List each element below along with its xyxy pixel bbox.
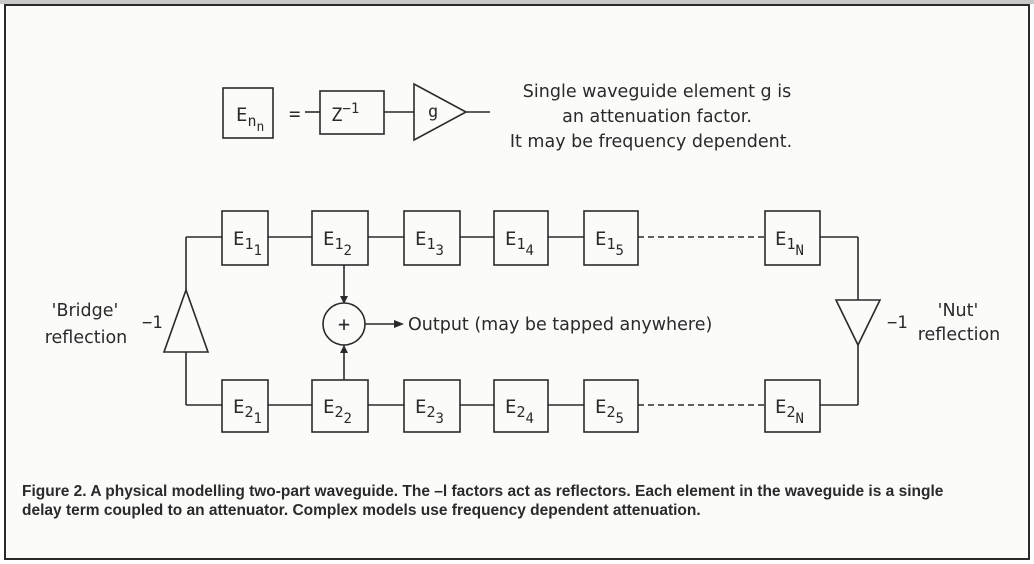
element-label: E2N (775, 396, 804, 427)
figure-frame (4, 4, 1030, 560)
element-label: E23 (415, 396, 444, 427)
element-box: E24 (493, 379, 549, 433)
element-label: E24 (505, 396, 534, 427)
element-box: E22 (311, 379, 369, 433)
element-label: E15 (595, 228, 624, 259)
bridge-factor: −1 (142, 313, 162, 333)
summing-junction: + Output (may be tapped anywhere) (322, 265, 712, 380)
element-box: E12 (311, 210, 369, 266)
top-row: E11 E12 E13 E14 E15 E1N (185, 210, 859, 300)
bottom-row: E21 E22 E23 E24 E25 E2N (185, 345, 859, 433)
legend-description-line3: It may be frequency dependent. (510, 132, 792, 152)
element-box: E15 (583, 210, 639, 266)
bridge-reflection: −1 'Bridge' reflection (45, 287, 210, 353)
delay-label: Z−1 (331, 101, 359, 126)
top-edge-shadow (0, 0, 1034, 4)
output-label: Output (may be tapped anywhere) (408, 315, 712, 335)
element-label: E25 (595, 396, 624, 427)
element-label: E22 (323, 396, 352, 427)
element-box: E21 (221, 379, 269, 433)
element-box: E25 (583, 379, 639, 433)
legend-equals: = (289, 103, 300, 125)
element-box: E23 (403, 379, 461, 433)
legend-element-box (222, 87, 274, 139)
element-box: E13 (403, 210, 461, 266)
gain-label: g (428, 102, 438, 122)
element-box: E2N (764, 379, 821, 433)
output-arrow (394, 320, 404, 328)
nut-triangle (834, 299, 882, 347)
delay-box (319, 90, 385, 135)
nut-label-line2: reflection (918, 325, 1001, 345)
bridge-triangle (162, 287, 210, 353)
figure-caption: Figure 2. A physical modelling two-part … (22, 483, 944, 519)
element-label: E21 (233, 396, 262, 427)
element-label: E1N (775, 228, 804, 259)
element-box: E11 (221, 210, 269, 266)
legend-description-line1: Single waveguide element g is (523, 82, 791, 102)
bridge-label-line1: 'Bridge' (52, 301, 119, 321)
legend-description-line2: an attenuation factor. (562, 107, 752, 127)
element-label: E12 (323, 228, 352, 259)
element-box: E14 (493, 210, 549, 266)
legend-element-label: Enn (236, 104, 264, 135)
nut-factor: −1 (887, 313, 907, 333)
bridge-label-line2: reflection (45, 328, 128, 348)
summer-symbol: + (338, 312, 350, 336)
element-label: E11 (233, 228, 262, 259)
element-label: E13 (415, 228, 444, 259)
element-label: E14 (505, 228, 534, 259)
tap-arrow-top (340, 296, 348, 304)
tap-arrow-bottom (340, 345, 348, 353)
element-box: E1N (764, 210, 821, 266)
nut-label-line1: 'Nut' (938, 301, 979, 321)
gain-triangle (413, 82, 468, 142)
legend-group: Enn = Z−1 g Single waveguide element g i… (222, 82, 792, 152)
nut-reflection: −1 'Nut' reflection (834, 299, 1001, 347)
